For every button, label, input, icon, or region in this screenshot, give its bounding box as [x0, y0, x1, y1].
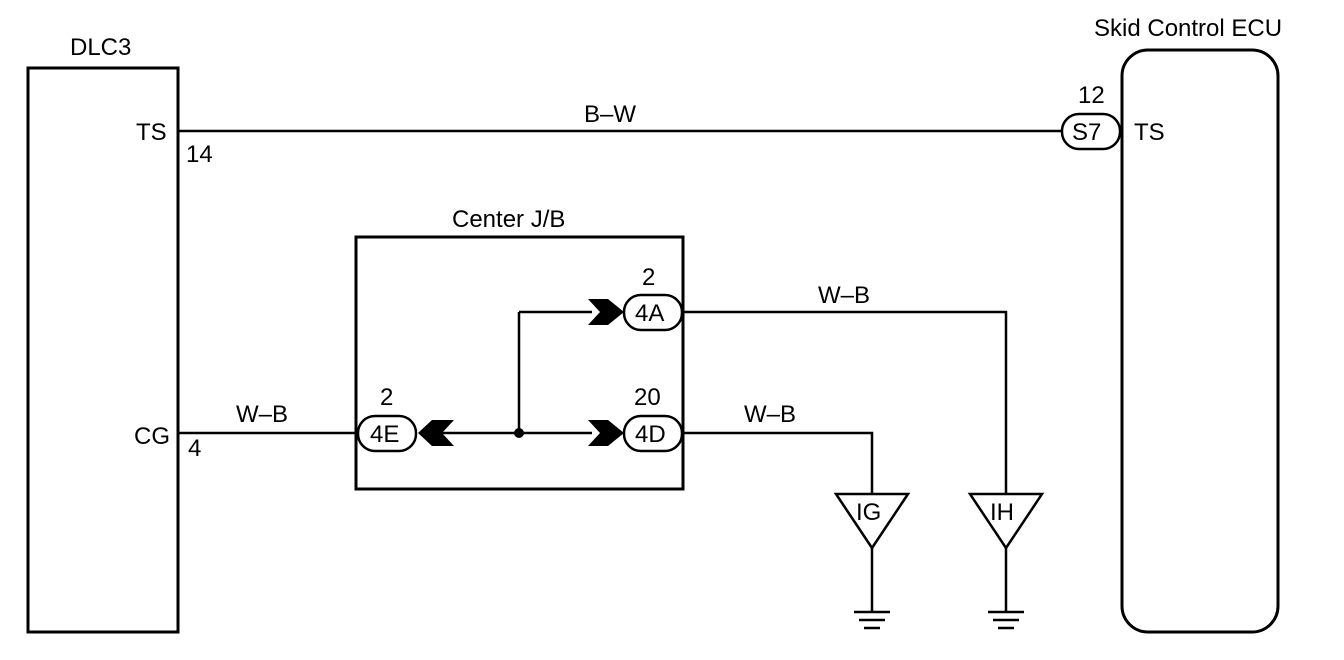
ground-ig-triangle — [833, 492, 911, 551]
dlc3-pin-ts-number: 14 — [186, 141, 213, 168]
terminal-4e-chevron — [418, 420, 454, 446]
wire-cg-label: W–B — [236, 401, 288, 428]
connector-4a-label: 4A — [635, 300, 664, 327]
ecu-title: Skid Control ECU — [1094, 15, 1282, 42]
connector-4d-pin: 20 — [634, 384, 661, 411]
wire-ig-label: W–B — [744, 401, 796, 428]
dlc3-pin-ts-name: TS — [136, 119, 167, 146]
terminal-4a-chevron — [588, 299, 624, 325]
ground-ih-label: IH — [990, 499, 1014, 526]
connector-s7 — [1060, 112, 1122, 151]
ecu-body — [1120, 48, 1280, 634]
connector-s7-label: S7 — [1072, 119, 1101, 146]
ecu-pin-ts-name: TS — [1134, 119, 1165, 146]
terminal-4d-chevron — [588, 420, 624, 446]
wire-ts-label: B–W — [584, 101, 636, 128]
splice-point — [514, 428, 524, 438]
wire-ih-label: W–B — [818, 282, 870, 309]
ground-ig-icon — [854, 610, 890, 630]
junction-block-body — [354, 235, 685, 491]
ground-ig-label: IG — [856, 499, 881, 526]
ground-ih-icon — [988, 610, 1024, 630]
wire-ig — [682, 431, 874, 494]
connector-4e — [356, 414, 418, 453]
connector-4a-pin: 2 — [642, 264, 655, 291]
dlc3-pin-cg-name: CG — [134, 423, 170, 450]
dlc3-body — [26, 66, 180, 634]
connector-4e-label: 4E — [370, 421, 399, 448]
ground-ih-triangle — [967, 492, 1045, 551]
connector-4e-pin: 2 — [380, 384, 393, 411]
connector-4d-label: 4D — [635, 421, 666, 448]
dlc3-title: DLC3 — [70, 34, 131, 61]
junction-block-title: Center J/B — [452, 206, 565, 233]
wire-ih — [682, 310, 1008, 494]
ecu-pin-ts-number: 12 — [1078, 82, 1105, 109]
dlc3-pin-cg-number: 4 — [188, 435, 201, 462]
